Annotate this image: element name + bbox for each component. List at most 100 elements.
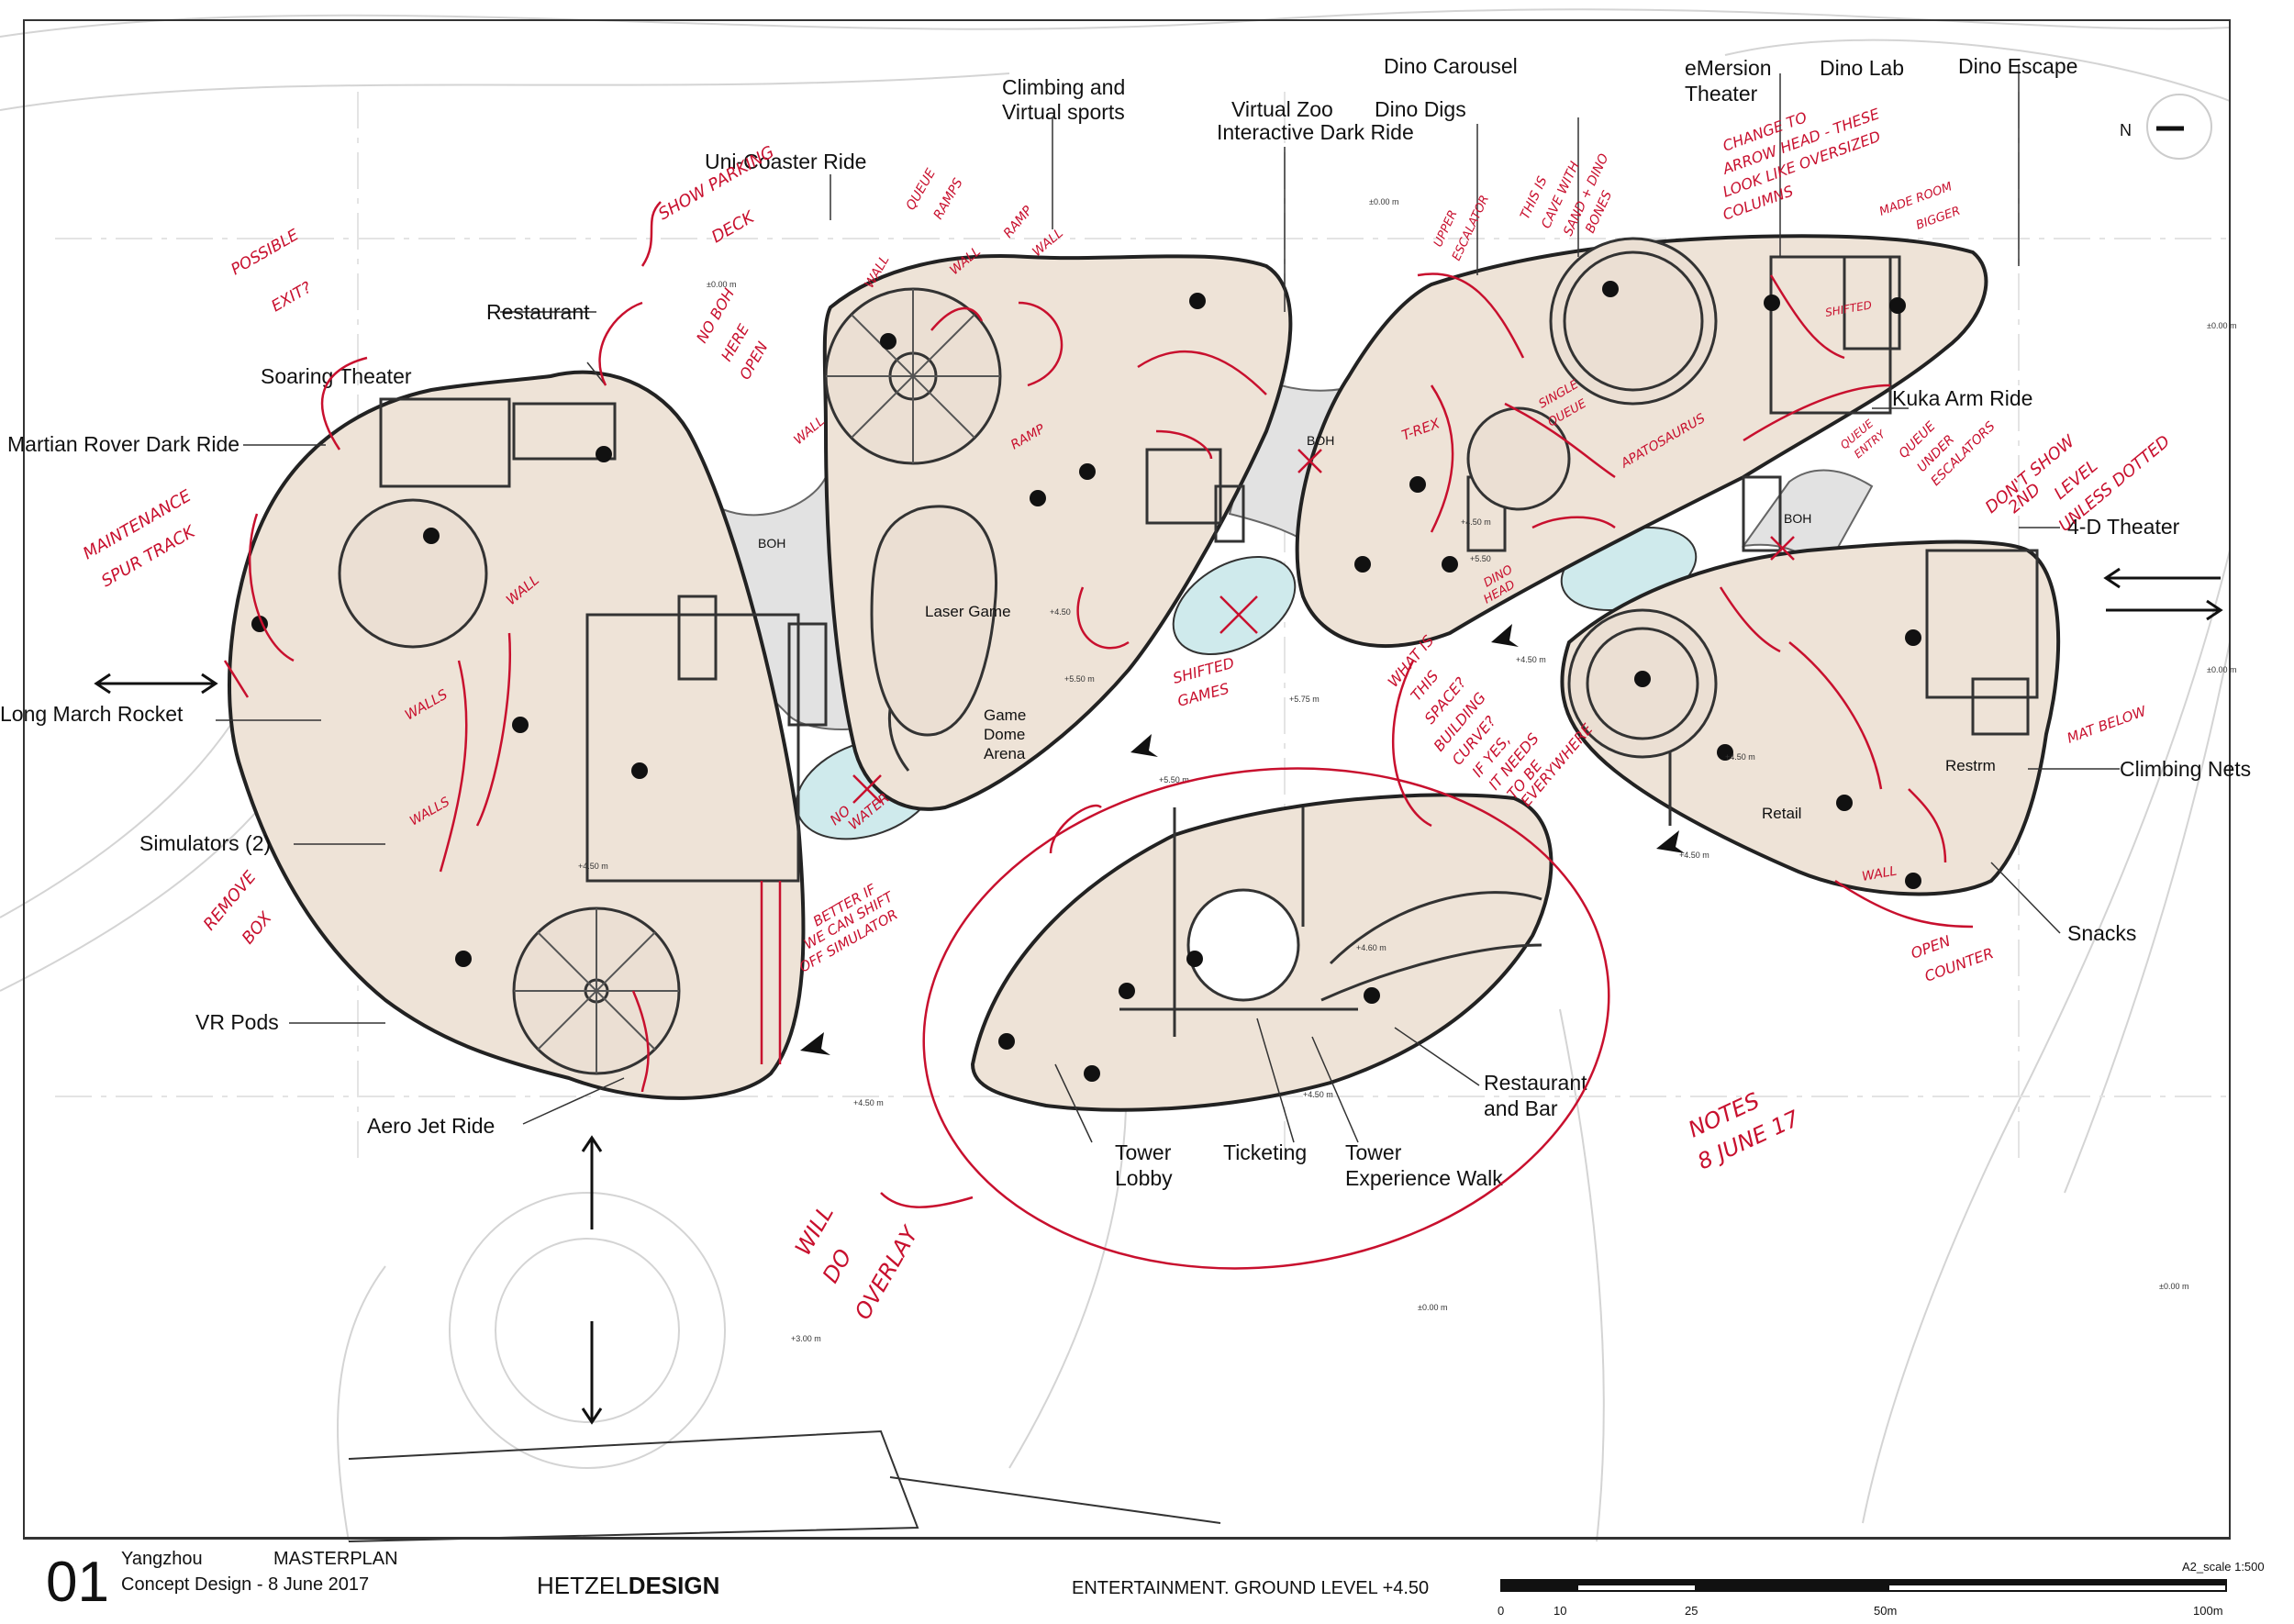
label-4d-theater: 4-D Theater: [2067, 515, 2180, 539]
label-dino-digs: Dino Digs: [1375, 97, 1466, 121]
scale-tick: 10: [1553, 1604, 1566, 1618]
level-marker: ±0.00 m: [2207, 321, 2236, 330]
title-block: 01 Yangzhou MASTERPLAN Concept Design - …: [24, 1537, 2265, 1618]
label-emersion-theater: Theater: [1685, 82, 1758, 106]
level-marker: +4.50 m: [1303, 1090, 1333, 1099]
label-tower-lobby-2: Lobby: [1115, 1166, 1173, 1190]
buildings: [228, 234, 2061, 1112]
level-marker: +5.50: [1470, 554, 1491, 563]
level-marker: +4.60 m: [1356, 943, 1386, 952]
label-retail: Retail: [1762, 805, 1801, 822]
label-restrm: Restrm: [1945, 757, 1996, 774]
level-markers: ±0.00 m ±0.00 m ±0.00 m ±0.00 m ±0.00 m …: [578, 197, 2236, 1343]
phase-date: Concept Design - 8 June 2017: [121, 1574, 369, 1595]
level-marker: +5.50 m: [1159, 775, 1189, 784]
north-arrow: N: [2120, 94, 2212, 160]
level-marker: +4.50 m: [1461, 517, 1491, 527]
drawing-type: MASTERPLAN: [273, 1549, 398, 1569]
note-upper-escalator: ESCALATOR: [1450, 194, 1492, 263]
note-mat-below: MAT BELOW: [2065, 703, 2149, 747]
scale-tick: 25: [1685, 1604, 1698, 1618]
label-tower-lobby-1: Tower: [1115, 1140, 1172, 1164]
label-martian-rover: Martian Rover Dark Ride: [7, 432, 239, 456]
label-virtual-zoo: Virtual Zoo: [1231, 97, 1333, 121]
level-marker: +4.50 m: [853, 1098, 884, 1107]
level-marker: +3.00 m: [791, 1334, 821, 1343]
level-marker: +4.50: [1050, 607, 1071, 617]
label-aero-jet: Aero Jet Ride: [367, 1114, 495, 1138]
note-possible-exit: EXIT?: [269, 279, 316, 317]
red-markup: [223, 201, 1974, 1270]
level-marker: ±0.00 m: [707, 280, 736, 289]
drawing-title: ENTERTAINMENT. GROUND LEVEL +4.50: [1072, 1578, 1429, 1598]
level-marker: ±0.00 m: [2207, 665, 2236, 674]
label-vr-pods: VR Pods: [195, 1010, 279, 1034]
north-label: N: [2120, 121, 2132, 139]
laser-game-arena: [870, 505, 998, 737]
ride-tower-core: [1186, 888, 1300, 1002]
level-marker: +4.50 m: [1725, 752, 1755, 762]
scale-tick: 100m: [2193, 1604, 2223, 1618]
level-marker: ±0.00 m: [1369, 197, 1398, 206]
water-pond-center: [1172, 555, 1297, 656]
note-wall: WALL: [1030, 226, 1066, 260]
note-ramp: RAMP: [1001, 203, 1036, 240]
note-made-room: BIGGER: [1914, 205, 1962, 233]
note-remove-box: BOX: [239, 908, 276, 948]
note-queue-ramps: QUEUE: [904, 166, 940, 213]
label-laser-game: Laser Game: [925, 603, 1011, 620]
note-will-overlay: OVERLAY: [850, 1220, 924, 1324]
label-restaurant-top: Restaurant: [486, 300, 590, 324]
sheet-number: 01: [46, 1551, 109, 1614]
note-possible-exit: POSSIBLE: [228, 226, 303, 279]
label-climbing-2: Virtual sports: [1002, 100, 1125, 124]
scale-text: A2_scale 1:500: [2182, 1560, 2265, 1574]
firm-name-bold: DESIGN: [629, 1572, 720, 1599]
label-kuka-arm: Kuka Arm Ride: [1892, 386, 2032, 410]
label-uni-coaster: Uni-Coaster Ride: [705, 150, 866, 173]
label-restaurant-bar-2: and Bar: [1484, 1096, 1558, 1120]
note-queue-ramps: RAMPS: [931, 176, 966, 222]
entry-arrow-icon: [1130, 734, 1158, 757]
entry-arrow-icon: [1491, 624, 1519, 647]
scale-tick: 50m: [1874, 1604, 1897, 1618]
label-game-dome-3: Arena: [984, 745, 1026, 762]
label-dino-lab: Dino Lab: [1820, 56, 1904, 80]
facility-labels: Dino Carousel eMersion Theater Dino Lab …: [0, 54, 2251, 1190]
firm-name-light: HETZEL: [537, 1572, 629, 1599]
level-marker: ±0.00 m: [2159, 1282, 2188, 1291]
note-open-counter: OPEN: [1909, 932, 1953, 962]
label-tower-exp-1: Tower: [1345, 1140, 1402, 1164]
label-game-dome-1: Game: [984, 706, 1026, 724]
level-marker: ±0.00 m: [1418, 1303, 1447, 1312]
firm-name: HETZELDESIGN: [537, 1572, 719, 1599]
label-boh-2: BOH: [1307, 433, 1334, 448]
wheel-spokes: [514, 289, 1000, 1073]
label-ticketing: Ticketing: [1223, 1140, 1307, 1164]
label-interactive-dark-ride: Interactive Dark Ride: [1217, 120, 1414, 144]
north-arrow-icon: [2146, 94, 2212, 160]
label-snacks: Snacks: [2067, 921, 2136, 945]
columns: [251, 281, 1921, 1082]
note-wall: WALL: [791, 414, 828, 448]
entry-arrow-icon: [800, 1032, 830, 1055]
overlay-circle: [922, 767, 1610, 1270]
label-climbing-1: Climbing and: [1002, 75, 1125, 99]
ride-dino-digs-central: [1466, 406, 1571, 511]
note-wall: WALL: [1861, 864, 1899, 884]
direction-arrows: [800, 624, 1685, 1055]
flow-arrows: [94, 567, 2223, 1425]
leader-lines: [216, 64, 2120, 1143]
label-soaring-theater: Soaring Theater: [261, 364, 412, 388]
level-marker: +5.50 m: [1064, 674, 1095, 684]
label-tower-exp-2: Experience Walk: [1345, 1166, 1503, 1190]
label-boh-3: BOH: [1784, 511, 1811, 526]
note-will-overlay: DO: [818, 1245, 857, 1287]
label-emersion: eMersion: [1685, 56, 1772, 80]
scale-bar: 0 10 25 50m 100m: [1498, 1579, 2227, 1618]
label-game-dome-2: Dome: [984, 726, 1025, 743]
level-marker: +4.50 m: [1516, 655, 1546, 664]
label-dino-carousel: Dino Carousel: [1384, 54, 1518, 78]
